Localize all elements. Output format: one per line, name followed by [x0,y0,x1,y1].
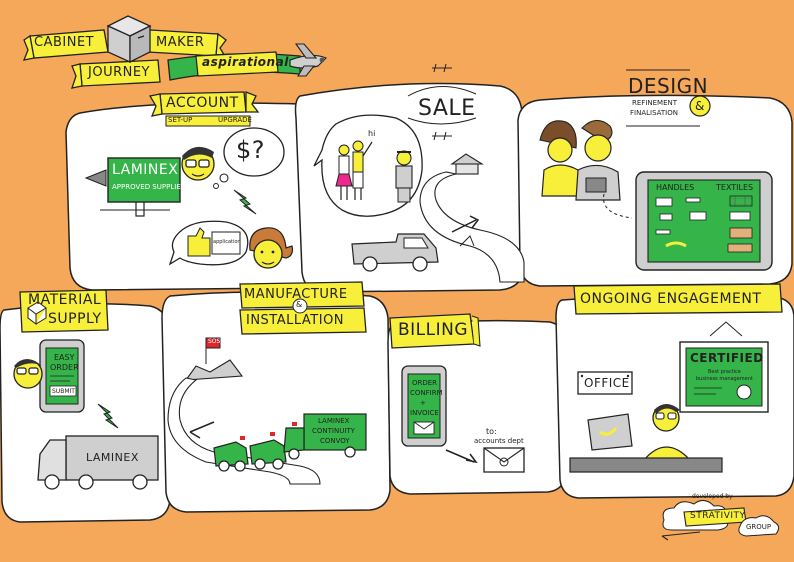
material-title-1: MATERIAL [28,292,102,308]
certificate-frame [679,321,769,413]
woman-icon [249,227,293,269]
factory-icon [184,337,244,381]
billing-invoice-label: INVOICE [410,409,439,417]
account-title-banner [148,91,260,127]
phone-easy-label: EASY [54,353,75,362]
ongoing-title-banner [573,283,783,315]
title-maker: MAKER [156,35,205,50]
laminex-sign-brand: LAMINEX [112,162,179,178]
manufacture-road [167,377,321,485]
laminex-sign-subtitle: APPROVED SUPPLIER [112,183,186,191]
truck-laminex-label: LAMINEX [86,451,139,464]
account-title: ACCOUNT [166,95,239,111]
material-title-banner [19,289,109,333]
laminex-truck-icon [37,435,159,490]
convoy-label-2: CONTINUITY [312,427,355,435]
billing-arrow-icon [445,449,478,464]
account-thought-text: $? [236,136,266,164]
title-aspirational: aspirational [202,55,289,69]
billing-order-label: ORDER [412,379,438,387]
sale-title: SALE [418,96,476,121]
salesman-figure-icon [395,150,413,203]
house-icon [450,153,484,175]
material-title-2: SUPPLY [48,311,102,327]
phone-order-label: ORDER [50,363,79,372]
account-setup-label: SET-UP [168,116,193,124]
convoy-label-1: LAMINEX [318,417,350,425]
certificate-line-1: Best practice [708,369,741,375]
aspirational-banner [167,51,301,81]
strativity-label: STRATIVITY [690,511,746,521]
design-finalisation: FINALISATION [630,109,678,117]
laminex-signpost [84,157,181,217]
tablet-handles-label: HANDLES [656,183,695,192]
account-upgrade-label: UPGRADE [218,116,252,124]
speech-bubble-application [168,220,249,266]
designers-icon [539,119,621,201]
lightning-icon [233,189,257,215]
thought-bubble [213,127,285,189]
developed-by-label: developed by [692,493,733,500]
manufacture-title-1: MANUFACTURE [244,287,348,302]
man-with-glasses-icon [13,359,43,389]
laptop-icon [587,413,633,451]
email-to-label: to: [486,427,497,436]
email-envelope-icon [483,447,525,473]
tablet-textiles-label: TEXTILES [716,183,754,192]
billing-plus-label: + [420,399,426,407]
manufacture-title-banner [239,281,367,335]
design-tablet [603,171,773,271]
group-label: GROUP [746,523,772,531]
phone-submit-button: SUBMIT [52,388,75,395]
strativity-logo [661,500,780,541]
man-with-glasses-icon [181,146,215,181]
lightning-icon [97,403,119,429]
certificate-title: CERTIFIED [690,351,764,365]
title-cabinet: CABINET [34,35,95,50]
manufacture-title-2: INSTALLATION [246,313,345,328]
sale-title-frame [407,63,477,141]
office-desk [569,457,723,473]
title-banner-cabinet [22,29,109,61]
office-worker-icon [642,404,692,461]
application-label: application [213,239,241,245]
email-dept-label: accounts dept [474,437,524,445]
sale-road [419,171,525,283]
billing-tablet [401,365,447,447]
design-refinement: REFINEMENT [632,99,678,107]
design-title-frame [626,69,711,127]
cabinet-cube-icon [106,15,152,64]
billing-title-banner [389,313,481,349]
certificate-line-2: business management [696,376,753,382]
phone-easy-order [39,339,85,413]
pickup-truck-icon [351,233,439,272]
convoy-trucks-icon [213,413,367,472]
manufacture-amp: & [296,300,303,309]
convoy-label-3: CONVOY [320,437,350,445]
title-journey: JOURNEY [88,65,150,80]
airplane-icon [289,43,328,77]
billing-confirm-label: CONFIRM [410,389,443,397]
sale-greeting: hi [368,129,376,138]
sale-arrow-icon [451,215,480,233]
design-title: DESIGN [628,74,709,98]
office-sign-label: OFFICE [584,376,630,390]
factory-flag-label: SOS [208,338,221,345]
billing-title: BILLING [398,320,469,340]
design-amp: & [695,99,705,113]
couple-figures-icon [335,140,373,200]
office-sign [577,371,633,395]
ongoing-title: ONGOING ENGAGEMENT [580,291,762,307]
